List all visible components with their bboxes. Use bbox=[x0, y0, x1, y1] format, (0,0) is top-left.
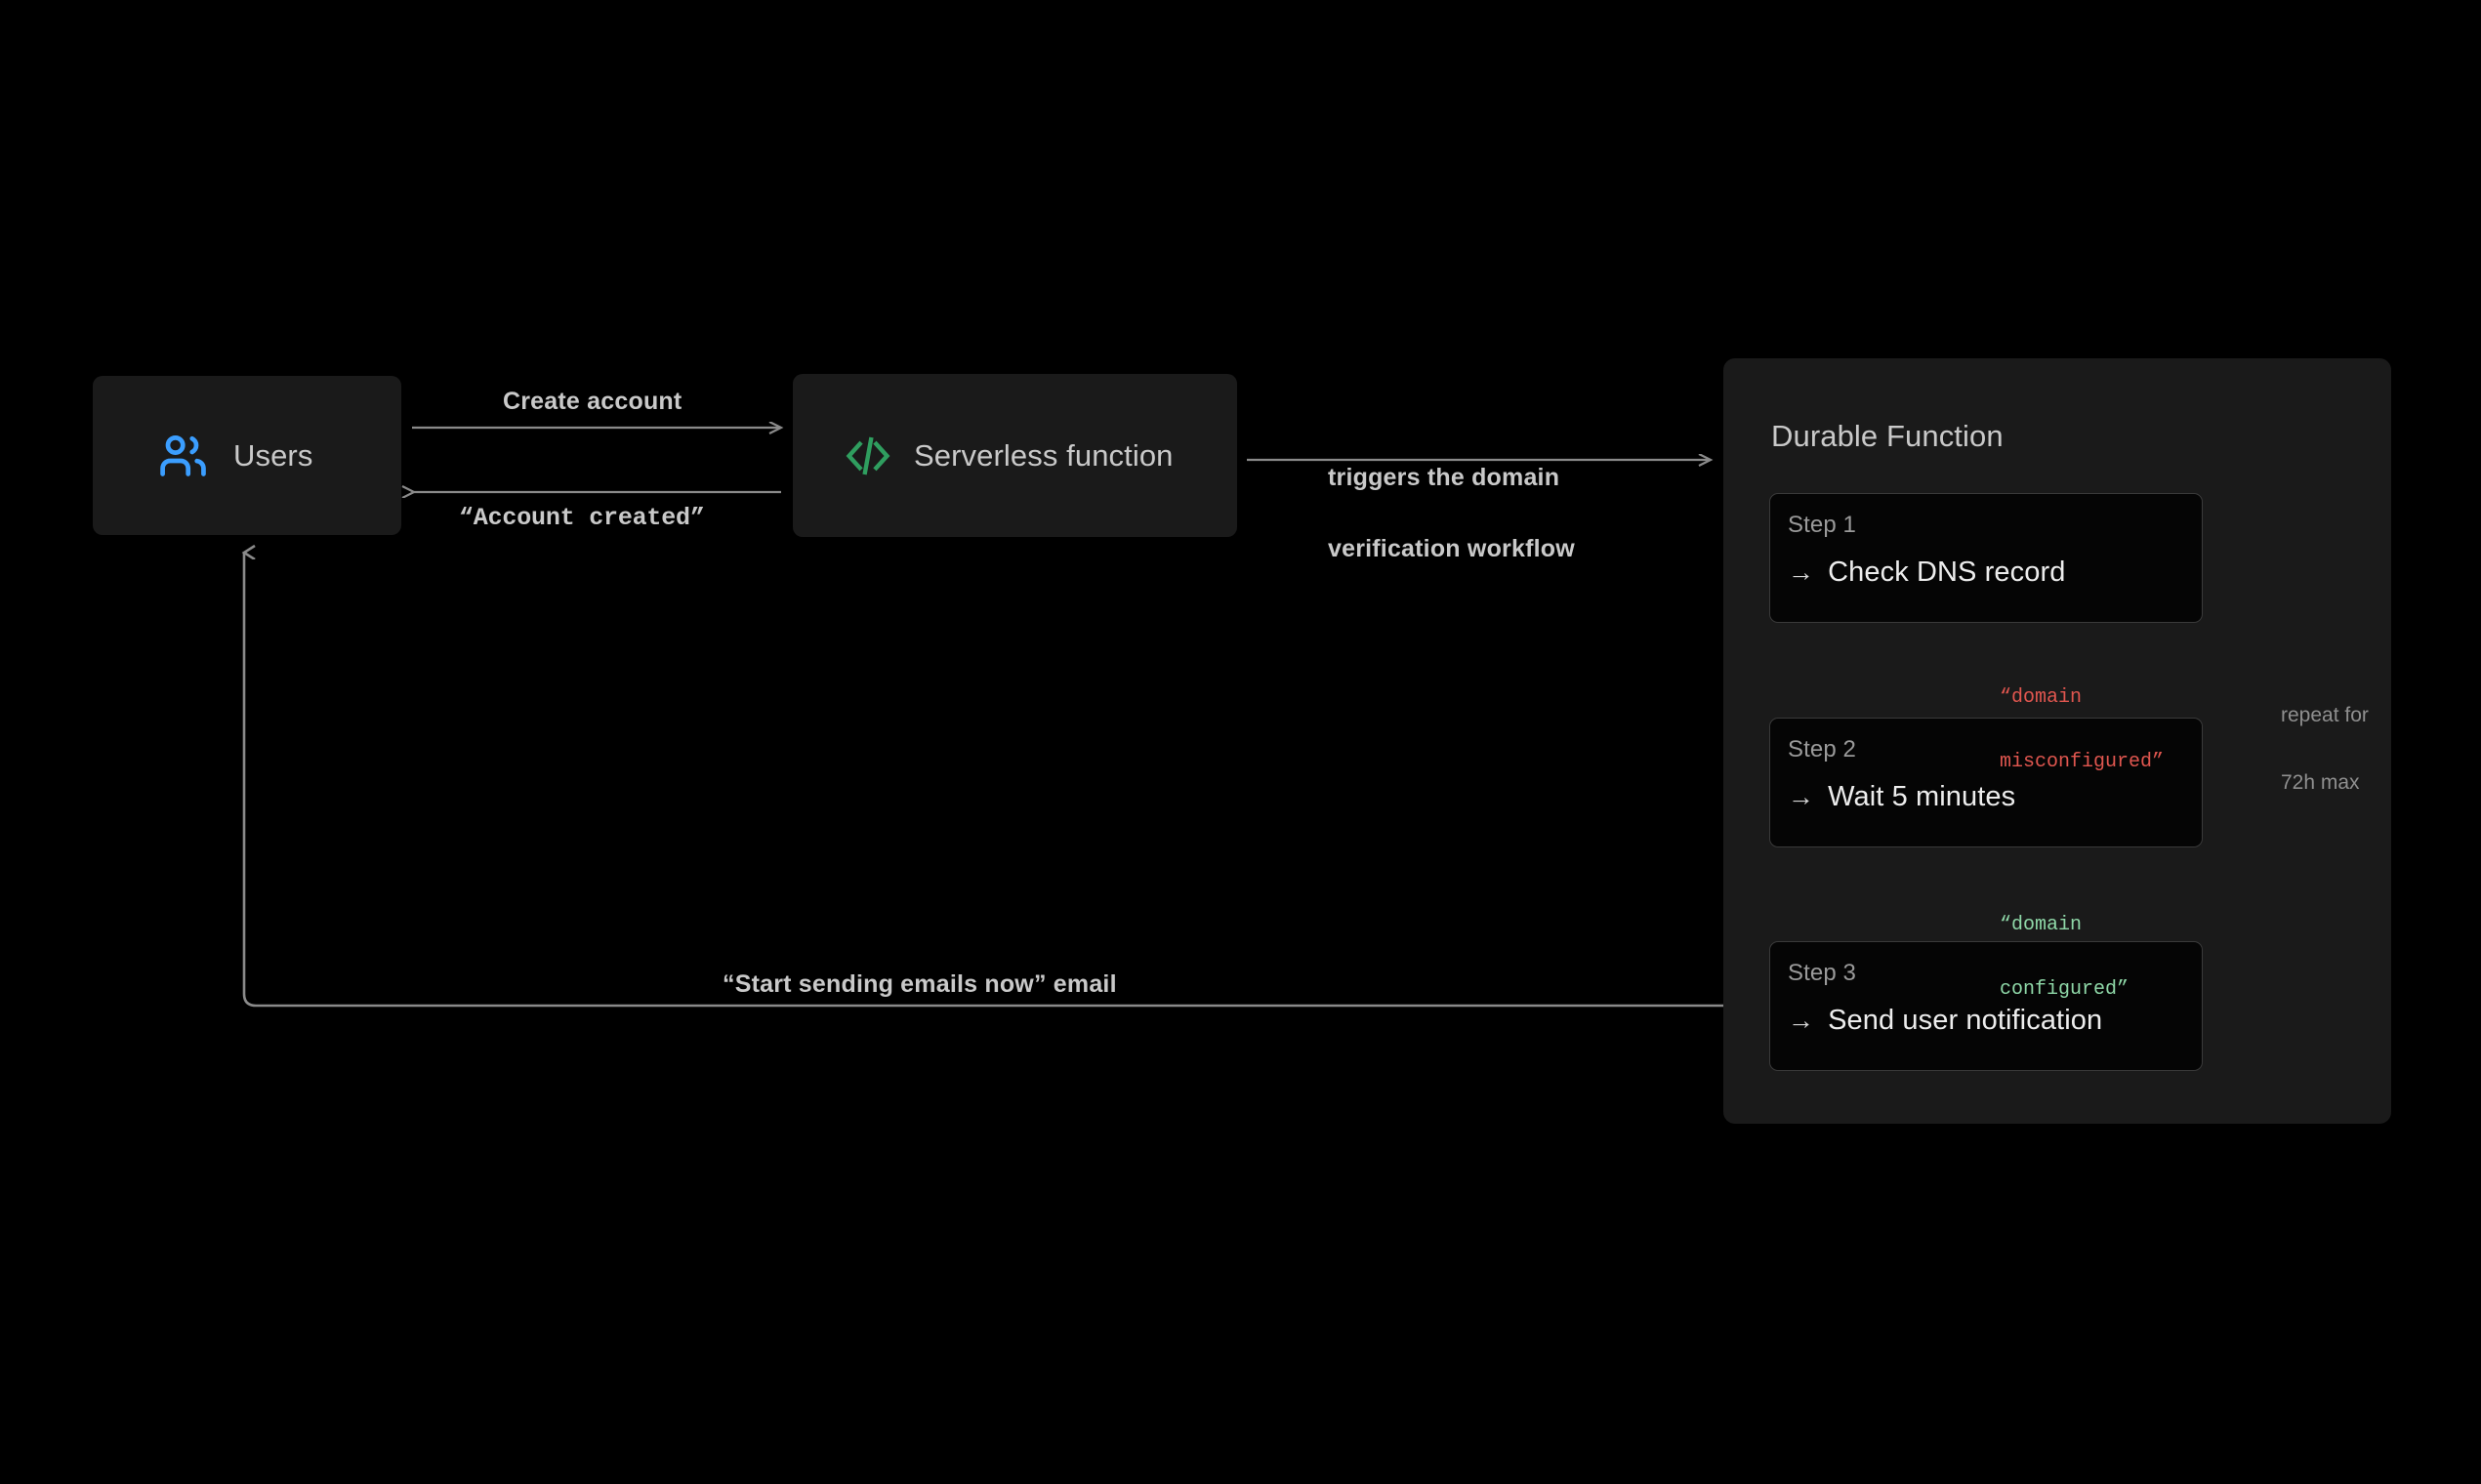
panel-durable-function: Durable Function Step 1 → Check DNS reco… bbox=[1723, 358, 2391, 1124]
edge-label-domain-misconfigured-line-2: misconfigured” bbox=[2000, 751, 2165, 774]
step-1-arrow-icon: → bbox=[1788, 557, 1815, 587]
edge-label-repeat-for-72h: repeat for 72h max bbox=[2281, 662, 2369, 836]
step-3-action: Send user notification bbox=[1828, 1005, 2103, 1036]
step-2-action: Wait 5 minutes bbox=[1828, 781, 2016, 812]
edge-label-domain-configured-line-2: configured” bbox=[2000, 978, 2130, 1002]
code-brackets-icon bbox=[846, 435, 890, 476]
step-card-2[interactable]: Step 2 → Wait 5 minutes bbox=[1769, 718, 2203, 847]
edge-label-domain-misconfigured: “domain misconfigured” bbox=[2000, 645, 2164, 815]
edge-label-account-created: “Account created” bbox=[459, 504, 705, 532]
edge-label-create-account: Create account bbox=[503, 388, 682, 415]
edge-label-repeat-line-2: 72h max bbox=[2281, 770, 2360, 794]
node-users[interactable]: Users bbox=[93, 376, 401, 535]
node-users-label: Users bbox=[233, 437, 313, 473]
edge-label-triggers-line-2: verification workflow bbox=[1328, 534, 1575, 562]
step-1-index: Step 1 bbox=[1788, 512, 1856, 538]
step-2-arrow-icon: → bbox=[1788, 782, 1815, 811]
node-serverless-function[interactable]: Serverless function bbox=[793, 374, 1237, 537]
edge-label-start-sending-emails: “Start sending emails now” email bbox=[723, 970, 1117, 998]
panel-durable-function-title: Durable Function bbox=[1771, 419, 2004, 453]
step-3-index: Step 3 bbox=[1788, 960, 1856, 986]
edge-notification-to-users bbox=[244, 553, 1769, 1008]
edge-label-repeat-line-1: repeat for bbox=[2281, 703, 2369, 726]
step-card-1[interactable]: Step 1 → Check DNS record bbox=[1769, 493, 2203, 623]
step-2-body: → Wait 5 minutes bbox=[1788, 781, 2202, 813]
step-1-body: → Check DNS record bbox=[1788, 556, 2202, 589]
edge-label-domain-configured: “domain configured” bbox=[2000, 873, 2129, 1043]
step-card-3[interactable]: Step 3 → Send user notification bbox=[1769, 941, 2203, 1071]
edge-label-domain-misconfigured-line-1: “domain bbox=[2000, 685, 2083, 709]
users-icon bbox=[159, 433, 212, 478]
step-3-arrow-icon: → bbox=[1788, 1006, 1815, 1035]
step-1-action: Check DNS record bbox=[1828, 556, 2066, 588]
edge-label-domain-configured-line-1: “domain bbox=[2000, 913, 2083, 936]
edge-label-triggers-line-1: triggers the domain bbox=[1328, 463, 1560, 491]
node-serverless-function-label: Serverless function bbox=[914, 437, 1174, 473]
step-2-index: Step 2 bbox=[1788, 736, 1856, 763]
edge-label-triggers-workflow: triggers the domain verification workflo… bbox=[1328, 422, 1575, 604]
step-3-body: → Send user notification bbox=[1788, 1005, 2202, 1037]
